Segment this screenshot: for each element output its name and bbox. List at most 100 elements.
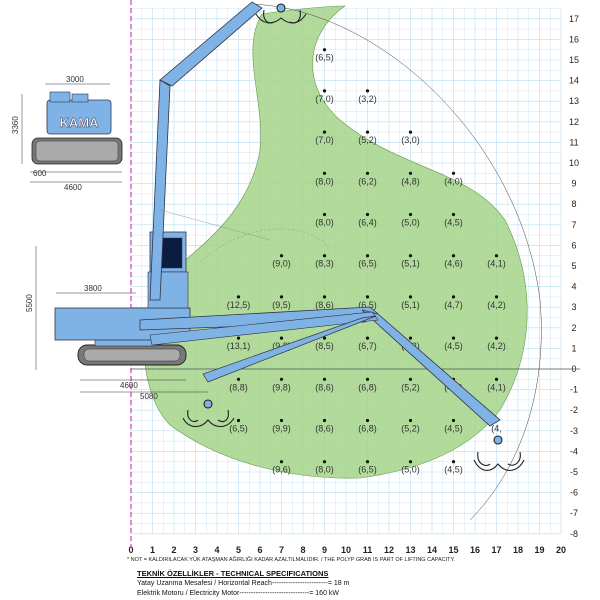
capacity-point	[365, 418, 370, 423]
capacity-point	[322, 418, 327, 423]
brand-logo: KAMA	[60, 115, 100, 130]
capacity-label: (5,1)	[401, 259, 420, 269]
capacity-point	[322, 460, 327, 464]
capacity-point	[279, 377, 284, 381]
capacity-label: (6,5)	[358, 465, 377, 475]
x-tick-label: 9	[322, 545, 327, 555]
x-tick-label: 17	[491, 545, 501, 555]
y-tick-label: 9	[571, 179, 576, 189]
capacity-point	[408, 295, 413, 299]
dim-small-height: 3360	[11, 116, 20, 134]
capacity-label: (9,5)	[272, 300, 291, 310]
capacity-label: (5,2)	[401, 382, 420, 392]
spec-value: = 160 kW	[309, 590, 340, 597]
capacity-label: (13,1)	[227, 341, 251, 351]
main-machine	[54, 1, 501, 427]
capacity-point	[365, 212, 370, 217]
capacity-label: (4,5)	[444, 465, 463, 475]
capacity-point	[322, 48, 327, 52]
capacity-points: (6,5)(7,0)(3,2)(7,0)(5,2)(3,0)(8,0)(6,2)…	[227, 48, 506, 475]
x-tick-label: 19	[534, 545, 544, 555]
capacity-label: (5,2)	[358, 135, 377, 145]
y-tick-label: 7	[571, 220, 576, 230]
main-dimensions: 3800 5500 4600 5080	[25, 246, 208, 401]
capacity-label: (8,8)	[229, 382, 248, 392]
capacity-label: (8,0)	[315, 218, 334, 228]
capacity-point	[365, 377, 370, 381]
capacity-label: (6,5)	[358, 259, 377, 269]
y-tick-label: 11	[569, 137, 578, 147]
y-tick-label: -8	[570, 529, 578, 539]
capacity-label: (9,6)	[272, 465, 291, 475]
x-tick-label: 4	[214, 545, 219, 555]
x-tick-label: 12	[384, 545, 394, 555]
capacity-point	[408, 130, 413, 134]
capacity-point	[279, 418, 284, 423]
capacity-label: (6,8)	[358, 424, 377, 434]
capacity-point	[322, 295, 327, 299]
x-tick-label: 13	[405, 545, 415, 555]
capacity-label: (8,5)	[315, 341, 334, 351]
y-tick-label: -5	[570, 467, 578, 477]
note-text: * NOT = KALDIRILACAK YÜK ATAŞMAN AĞIRLIĞ…	[127, 557, 456, 563]
capacity-point	[408, 336, 413, 340]
small-machine-view: 3000 KAMA 3360 600 4600	[11, 75, 123, 192]
capacity-point	[451, 418, 456, 423]
capacity-point	[236, 377, 241, 381]
capacity-label: (8,6)	[315, 424, 334, 434]
x-tick-label: 7	[279, 545, 284, 555]
capacity-point	[236, 418, 241, 423]
capacity-label: (8,6)	[315, 382, 334, 392]
dim-small-length: 4600	[64, 183, 82, 192]
y-tick-label: 17	[569, 14, 579, 24]
spec-value: = 18 m	[327, 580, 350, 587]
capacity-label: (4,2)	[487, 341, 506, 351]
x-tick-label: 15	[448, 545, 458, 555]
capacity-point	[451, 460, 456, 464]
spec-label: Yatay Uzanma Mesafesi / Horizontal Reach	[137, 580, 272, 587]
capacity-point	[279, 295, 284, 299]
capacity-label: (9,9)	[272, 424, 291, 434]
x-tick-label: 3	[193, 545, 198, 555]
x-tick-label: 11	[363, 545, 373, 555]
capacity-label: (4,5)	[444, 341, 463, 351]
y-tick-label: 13	[569, 96, 579, 106]
capacity-label: (6,7)	[358, 341, 377, 351]
capacity-point	[236, 336, 241, 340]
capacity-label: (6,2)	[358, 176, 377, 186]
capacity-label: (4,7)	[444, 300, 463, 310]
capacity-label: (7,0)	[315, 135, 334, 145]
capacity-point	[451, 336, 456, 340]
grab-right	[473, 435, 525, 471]
x-tick-label: 1	[150, 545, 155, 555]
capacity-point	[365, 336, 370, 340]
capacity-label: (7,0)	[315, 94, 334, 104]
y-tick-label: -2	[570, 405, 578, 415]
capacity-label: (5,1)	[401, 300, 420, 310]
y-tick-label: 1	[571, 343, 576, 353]
grab-left	[182, 399, 235, 428]
capacity-label: (5,2)	[401, 424, 420, 434]
capacity-label: (8,0)	[315, 176, 334, 186]
spec-row-reach: Yatay Uzanma Mesafesi / Horizontal Reach…	[137, 579, 349, 589]
capacity-point	[322, 212, 327, 217]
capacity-point	[365, 254, 370, 258]
capacity-point	[279, 254, 284, 258]
capacity-point	[365, 89, 370, 93]
y-tick-label: -3	[570, 426, 578, 436]
dim-3800: 3800	[84, 284, 102, 293]
y-tick-label: 8	[571, 199, 576, 209]
capacity-label: (6,5)	[358, 300, 377, 310]
x-tick-label: 16	[470, 545, 480, 555]
dim-4600: 4600	[120, 381, 138, 390]
capacity-point	[322, 336, 327, 340]
x-tick-label: 2	[171, 545, 176, 555]
capacity-point	[494, 254, 499, 258]
x-tick-label: 18	[513, 545, 523, 555]
capacity-label: (4,1)	[487, 259, 506, 269]
capacity-point	[279, 336, 284, 340]
y-tick-label: 10	[569, 158, 579, 168]
capacity-point	[451, 295, 456, 299]
capacity-point	[322, 377, 327, 381]
